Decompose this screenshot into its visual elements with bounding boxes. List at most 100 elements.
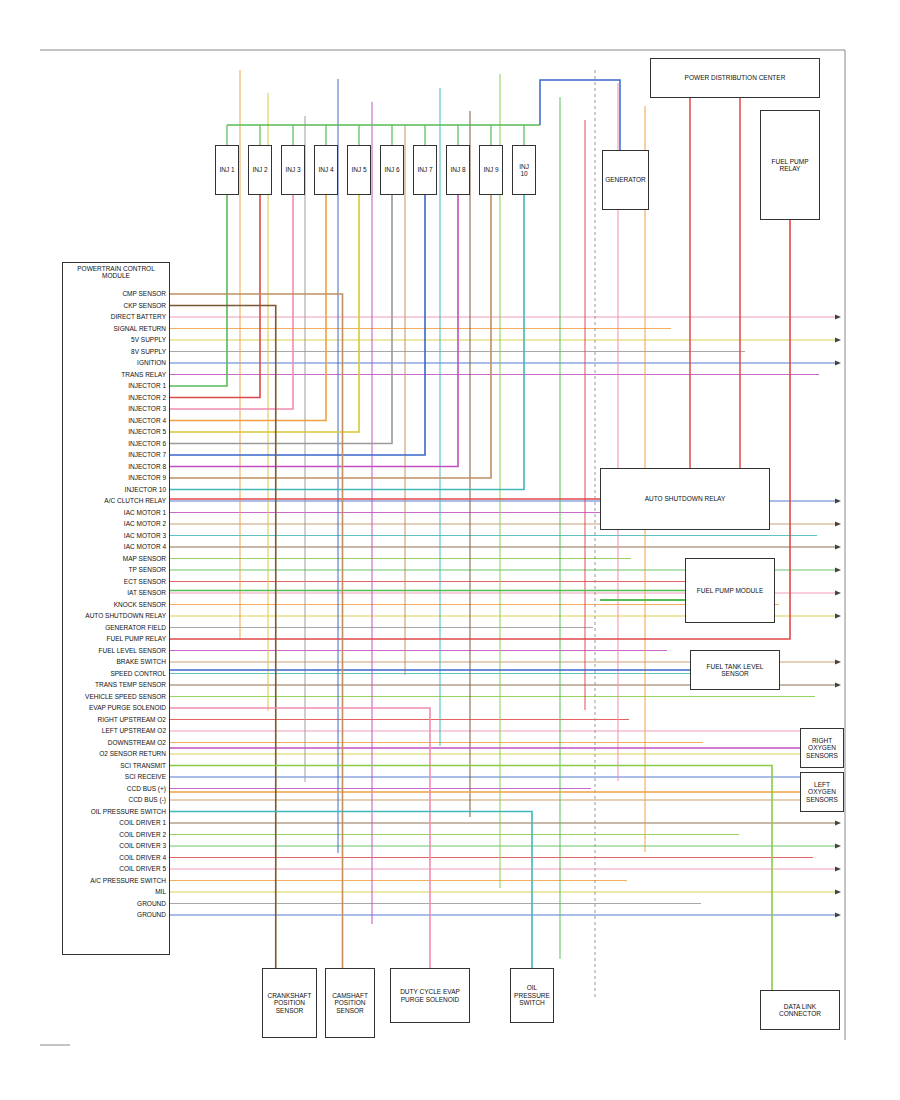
wire-trace (170, 339, 835, 340)
wire-trace (170, 523, 835, 524)
pin-name: COIL DRIVER 2 (117, 831, 168, 839)
node-text: INJ 4 (318, 166, 333, 173)
injector-feed (358, 125, 359, 145)
pin-name: EVAP PURGE SOLENOID (87, 704, 168, 712)
wire-end-arrow (835, 545, 841, 550)
pin-name: FUEL PUMP RELAY (105, 635, 168, 643)
wire-connector (170, 498, 600, 500)
shield-line (595, 70, 596, 1000)
pin-name: COIL DRIVER 4 (117, 854, 168, 862)
pin-name: AUTO SHUTDOWN RELAY (83, 612, 168, 620)
pin-name: COIL DRIVER 1 (117, 819, 168, 827)
wire-trace (617, 83, 618, 781)
node-text: LEFT OXYGEN SENSORS (803, 781, 841, 803)
pin-name: BRAKE SWITCH (115, 658, 168, 666)
pin-name: MAP SENSOR (121, 555, 168, 563)
wire-trace (739, 98, 741, 468)
pin-name: INJECTOR 7 (126, 451, 168, 459)
sensor-box: FUEL TANK LEVEL SENSOR (690, 650, 780, 690)
node-text: POWERTRAIN CONTROL MODULE (65, 265, 167, 280)
pin-name: INJECTOR 2 (126, 394, 168, 402)
wire-trace (170, 891, 835, 892)
wire-trace (469, 111, 470, 817)
wire-end-arrow (835, 315, 841, 320)
node-text: FUEL PUMP RELAY (763, 158, 817, 173)
node-text: INJ 3 (285, 166, 300, 173)
node-text: DUTY CYCLE EVAP PURGE SOLENOID (393, 988, 467, 1003)
wire-end-arrow (835, 752, 841, 757)
wire-connector (170, 812, 532, 969)
wire-connector (170, 195, 458, 467)
pin-name: GENERATOR FIELD (103, 624, 168, 632)
pin-name: IAC MOTOR 4 (122, 543, 168, 551)
wire-trace (170, 742, 703, 743)
node-text: OIL PRESSURE SWITCH (513, 984, 551, 1006)
generator-box: GENERATOR (602, 150, 649, 210)
pin-name: LEFT UPSTREAM O2 (100, 727, 168, 735)
wire-trace (540, 80, 620, 150)
pin-name: CKP SENSOR (121, 302, 168, 310)
control-module: POWERTRAIN CONTROL MODULE (62, 262, 170, 955)
wire-trace (170, 673, 741, 674)
wire-trace (170, 776, 835, 777)
pin-name: IAC MOTOR 2 (122, 520, 168, 528)
pin-name: INJECTOR 8 (126, 463, 168, 471)
wire-end-arrow (835, 499, 841, 504)
wire-trace (170, 822, 835, 823)
wire-connector (170, 195, 227, 386)
wire-end-arrow (835, 660, 841, 665)
node-text: INJ 9 (483, 166, 498, 173)
node-text: INJ 7 (417, 166, 432, 173)
pin-name: CMP SENSOR (120, 290, 168, 298)
node-text: INJ 10 (515, 163, 533, 178)
wire-end-arrow (835, 568, 841, 573)
pin-name: INJECTOR 5 (126, 428, 168, 436)
pin-name: INJECTOR 4 (126, 417, 168, 425)
wire-trace (170, 362, 835, 363)
wire-trace (170, 696, 815, 697)
wire-connector (170, 669, 690, 671)
injector-box: INJ 3 (281, 145, 305, 195)
injector-feed (226, 125, 227, 145)
pin-name: VEHICLE SPEED SENSOR (83, 693, 168, 701)
node-text: INJ 2 (252, 166, 267, 173)
wire-trace (170, 569, 835, 570)
module-box: FUEL PUMP MODULE (685, 558, 775, 623)
injector-box: INJ 1 (215, 145, 239, 195)
wire-trace (170, 558, 631, 559)
pin-name: CCD BUS (+) (125, 785, 168, 793)
wire-connector (170, 306, 276, 969)
node-text: INJ 5 (351, 166, 366, 173)
wire-trace (170, 753, 835, 754)
node-text: POWER DISTRIBUTION CENTER (685, 74, 786, 81)
wire-connector (170, 747, 800, 749)
wire-trace (170, 512, 743, 513)
pin-name: A/C CLUTCH RELAY (102, 497, 168, 505)
wire-trace (170, 604, 779, 605)
pin-name: CCD BUS (-) (126, 796, 168, 804)
wire-connector (170, 195, 524, 490)
wire-trace (404, 125, 405, 675)
pin-name: IAC MOTOR 3 (122, 532, 168, 540)
pin-name: INJECTOR 6 (126, 440, 168, 448)
wire-end-arrow (835, 798, 841, 803)
wire-end-arrow (835, 522, 841, 527)
wire-end-arrow (835, 890, 841, 895)
pin-name: SCI TRANSMIT (118, 762, 168, 770)
wire-trace (170, 581, 705, 582)
wire-trace (239, 70, 240, 640)
pin-name: 8V SUPPLY (129, 348, 168, 356)
node-text: INJ 1 (219, 166, 234, 173)
pin-name: COIL DRIVER 3 (117, 842, 168, 850)
wire-trace (170, 799, 835, 800)
injector-box: INJ 9 (479, 145, 503, 195)
injector-box: INJ 2 (248, 145, 272, 195)
relay-box: AUTO SHUTDOWN RELAY (600, 468, 770, 530)
fuse-block: POWER DISTRIBUTION CENTER (650, 58, 820, 98)
injector-feed (391, 125, 392, 145)
pin-name: TP SENSOR (127, 566, 168, 574)
wire-end-arrow (835, 591, 841, 596)
wire-trace (170, 374, 819, 375)
wire-trace (170, 615, 835, 616)
